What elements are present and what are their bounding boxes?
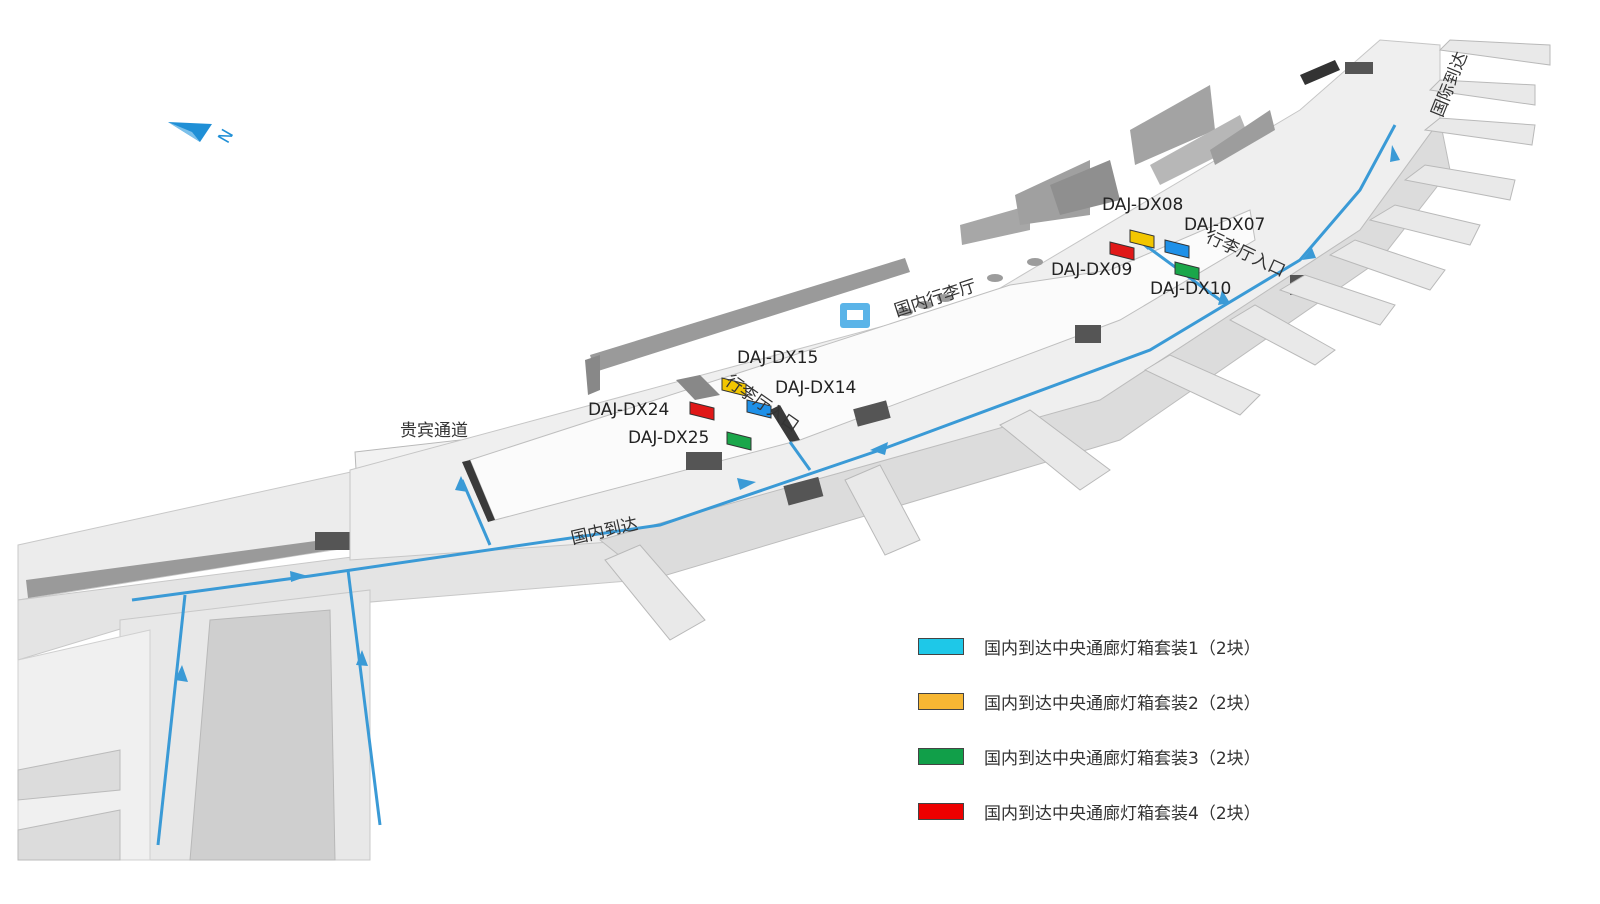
route-arrow-icon: [1302, 248, 1316, 260]
legend-swatch: [918, 802, 964, 820]
lightbox-daj-dx09: [1109, 241, 1135, 261]
route-arrow-icon: [1218, 290, 1230, 305]
code-label-dx14: DAJ-DX14: [775, 378, 856, 398]
lightbox-codes: DAJ-DX08 DAJ-DX07 DAJ-DX09 DAJ-DX10 DAJ-…: [588, 195, 1265, 448]
legend: 国内到达中央通廊灯箱套装1（2块） 国内到达中央通廊灯箱套装2（2块） 国内到达…: [918, 630, 1261, 850]
legend-swatch: [918, 747, 964, 765]
piers: [604, 39, 1551, 641]
code-label-dx07: DAJ-DX07: [1184, 215, 1265, 235]
legend-item: 国内到达中央通廊灯箱套装4（2块）: [918, 795, 1261, 827]
route-arrow-icon: [870, 442, 888, 455]
code-label-dx08: DAJ-DX08: [1102, 195, 1183, 215]
lightbox-daj-dx25: [726, 431, 752, 451]
lightbox-daj-dx07: [1164, 239, 1190, 259]
route-arrow-icon: [356, 650, 368, 666]
code-label-dx25: DAJ-DX25: [628, 428, 709, 448]
code-label-dx09: DAJ-DX09: [1051, 260, 1132, 280]
lightbox-daj-dx08: [1129, 229, 1155, 249]
route-arrow-icon: [737, 478, 756, 490]
route-arrow-icon: [1390, 145, 1400, 162]
lightbox-daj-dx14: [746, 399, 772, 419]
route-arrow-icon: [455, 476, 468, 492]
baggage-icon: [840, 303, 870, 328]
compass-label: N: [215, 126, 239, 147]
lightbox-daj-dx10: [1174, 261, 1200, 281]
vip-channel-label: 贵宾通道: [400, 421, 468, 441]
code-label-dx10: DAJ-DX10: [1150, 279, 1231, 299]
route-arrow-icon: [175, 665, 188, 682]
baggage-hall-block: [462, 60, 1340, 522]
legend-swatch: [918, 637, 964, 655]
route-arrow-icon: [290, 571, 308, 582]
code-label-dx24: DAJ-DX24: [588, 400, 669, 420]
code-label-dx15: DAJ-DX15: [737, 348, 818, 368]
lightbox-daj-dx24: [689, 401, 715, 421]
lightbox-daj-dx15: [721, 377, 747, 397]
legend-label: 国内到达中央通廊灯箱套装2（2块）: [984, 693, 1261, 714]
legend-item: 国内到达中央通廊灯箱套装1（2块）: [918, 630, 1261, 662]
route-arrows: [175, 145, 1400, 682]
lightboxes: [689, 229, 1200, 451]
legend-item: 国内到达中央通廊灯箱套装2（2块）: [918, 685, 1261, 717]
legend-label: 国内到达中央通廊灯箱套装1（2块）: [984, 638, 1261, 659]
legend-swatch: [918, 692, 964, 710]
legend-label: 国内到达中央通廊灯箱套装3（2块）: [984, 748, 1261, 769]
legend-label: 国内到达中央通廊灯箱套装4（2块）: [984, 803, 1261, 824]
compass: N: [168, 122, 238, 147]
legend-item: 国内到达中央通廊灯箱套装3（2块）: [918, 740, 1261, 772]
